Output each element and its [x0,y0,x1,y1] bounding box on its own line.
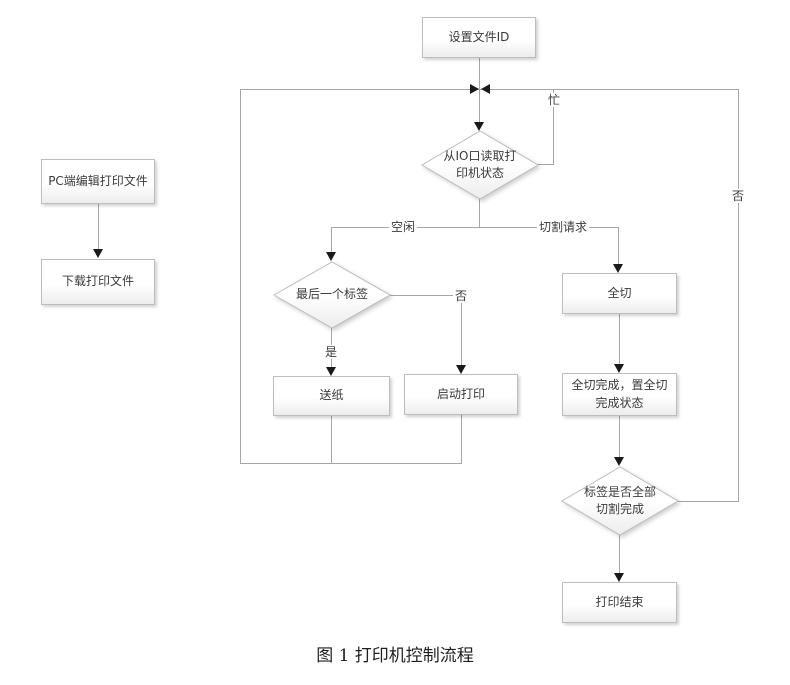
edge-label-busy: 忙 [545,92,563,108]
edge-label-yes: 是 [322,344,340,360]
edge-label-no-all-cut: 否 [729,188,747,204]
decision-last-label-label: 最后一个标签 [295,287,368,302]
edge-readstatus-down [479,199,480,227]
edge-no-horizontal [390,295,462,296]
node-feed-paper: 送纸 [273,376,390,416]
edge-label-no-last: 否 [452,288,470,304]
edge-setfile-to-junction [479,58,480,90]
edge-allcut-no-horizontal [678,501,739,502]
edge-left-loop-vertical [240,89,241,464]
node-full-cut: 全切 [562,273,677,314]
edge-junction-to-readstatus [479,90,480,123]
decision-last-label: 最后一个标签 [272,261,392,329]
figure-caption: 图 1 打印机控制流程 [316,646,474,666]
arrowhead-into-download-icon [93,249,103,258]
node-print-end: 打印结束 [562,582,677,623]
edge-no-down [461,295,462,366]
arrowhead-into-feedpaper-icon [326,367,336,376]
arrowhead-into-lastlabel-icon [326,252,336,261]
edge-pcedit-to-download [98,204,99,250]
edge-startprint-down [461,415,462,463]
node-full-cut-done: 全切完成，置全切 完成状态 [562,373,677,416]
edge-label-idle: 空闲 [388,219,418,235]
edge-label-cut-request: 切割请求 [536,219,590,235]
arrowhead-into-printend-icon [614,573,624,582]
edge-fullcut-down [619,314,620,365]
edge-cutrequest-down [618,227,619,265]
arrowhead-junction-from-right-icon [481,84,490,94]
diamond-shape [561,466,679,536]
edge-branch-horizontal [331,227,619,228]
arrowhead-into-readstatus-icon [474,122,484,131]
node-start-print: 启动打印 [404,374,518,415]
edge-feedpaper-down [331,416,332,463]
edge-right-loop-vertical [738,89,739,501]
edge-idle-down [331,227,332,253]
decision-all-labels-cut: 标签是否全部 切割完成 [561,466,679,536]
node-set-file-id: 设置文件ID [422,17,536,58]
node-download-print-file: 下载打印文件 [41,259,155,305]
node-pc-edit-print-file: PC端编辑打印文件 [41,159,155,204]
edge-allcut-down [619,535,620,574]
edge-busy-vertical [553,89,554,165]
arrowhead-into-allcut-icon [614,457,624,466]
edge-bottom-return-horizontal [240,463,462,464]
decision-read-printer-status-label: 从IO口读取打 印机状态 [443,148,517,180]
arrowhead-junction-from-left-icon [470,84,479,94]
edge-fullcutdone-down [619,416,620,458]
decision-read-printer-status: 从IO口读取打 印机状态 [421,130,539,200]
arrowhead-into-fullcutdone-icon [614,364,624,373]
diamond-shape [421,130,539,200]
arrowhead-into-fullcut-icon [613,264,623,273]
edge-busy-connect [537,164,554,165]
arrowhead-into-startprint-icon [456,365,466,374]
decision-all-labels-cut-label: 标签是否全部 切割完成 [583,484,656,516]
diamond-shape [272,261,392,329]
